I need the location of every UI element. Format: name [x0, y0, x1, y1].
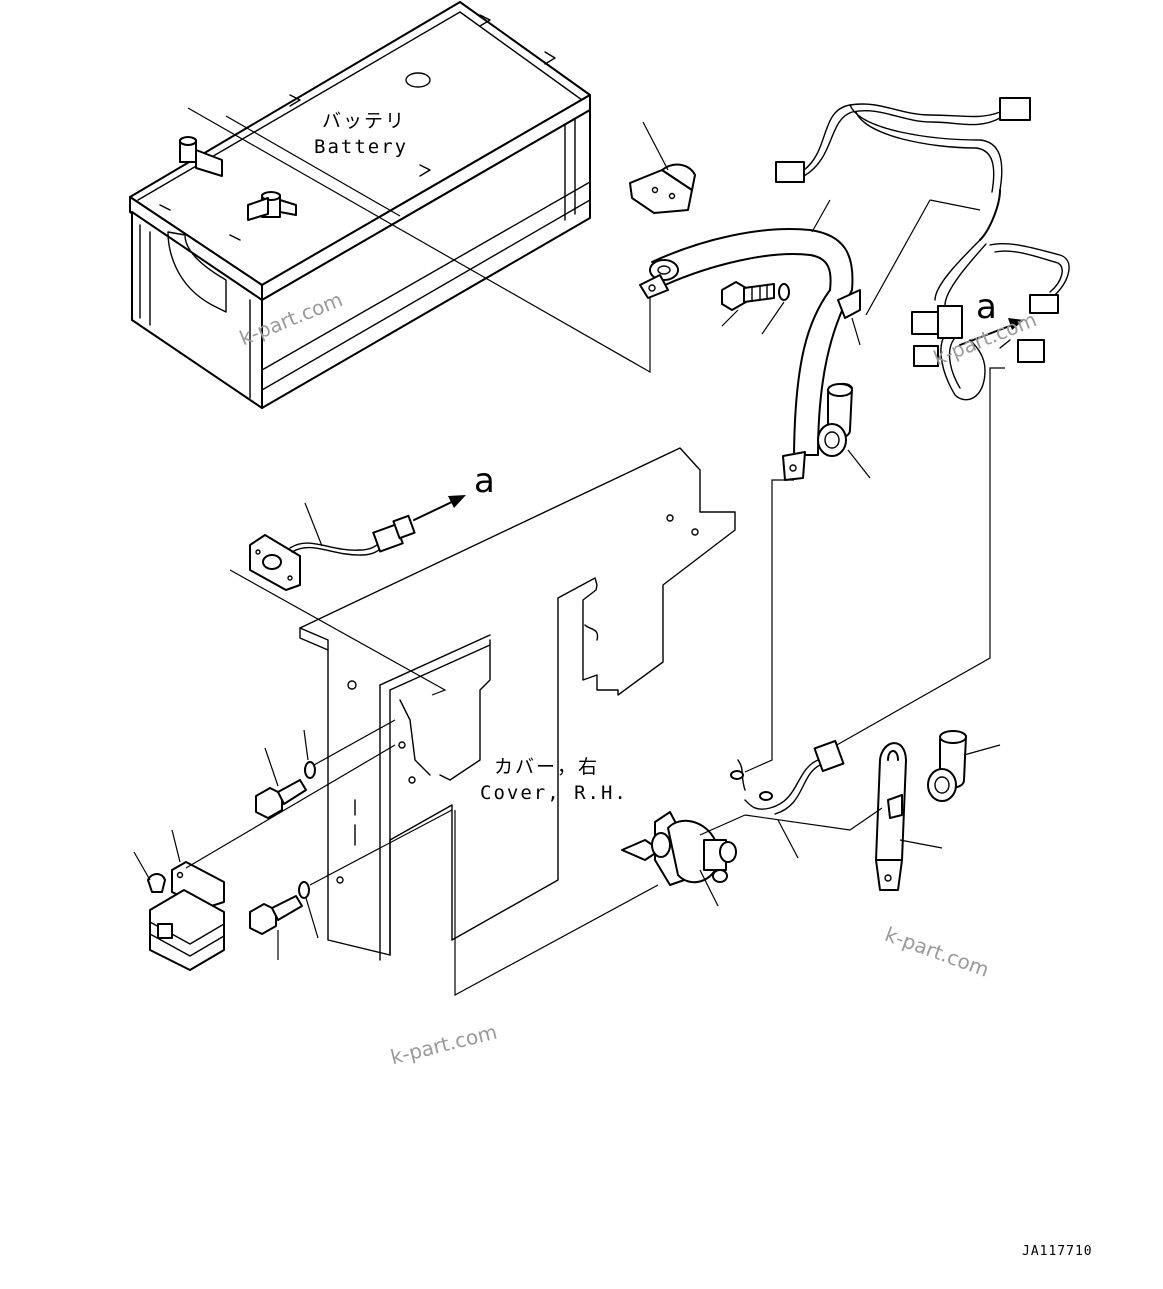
relay-unit — [133, 744, 396, 971]
terminal-boot-upper — [817, 382, 871, 479]
bolt-and-washer-upper — [721, 281, 790, 335]
drawing-code: JA117710 — [1022, 1244, 1093, 1259]
cover-label-jp: カバー，右 — [494, 756, 600, 778]
cover-label-en: Cover, R.H. — [480, 782, 628, 804]
battery-label-en: Battery — [314, 136, 409, 158]
battery-drawing — [129, 1, 651, 409]
switch-cable — [875, 742, 943, 891]
battery-label-jp: バッテリ — [322, 110, 407, 132]
connection-mark-a-right: a — [976, 287, 997, 327]
bolt-left-lower — [249, 809, 453, 960]
connection-mark-a-left: a — [474, 461, 495, 501]
disconnect-switch — [621, 811, 746, 907]
sensor-plate-with-lead — [229, 495, 466, 696]
battery-cable — [639, 199, 861, 773]
terminal-boot-lower — [927, 730, 1001, 802]
cable-clamp-bracket — [629, 121, 696, 214]
wire-harness — [775, 97, 1070, 751]
bolt-left-upper — [255, 719, 396, 819]
short-wire-with-connector — [730, 739, 883, 859]
cover-rh-drawing — [299, 447, 736, 961]
